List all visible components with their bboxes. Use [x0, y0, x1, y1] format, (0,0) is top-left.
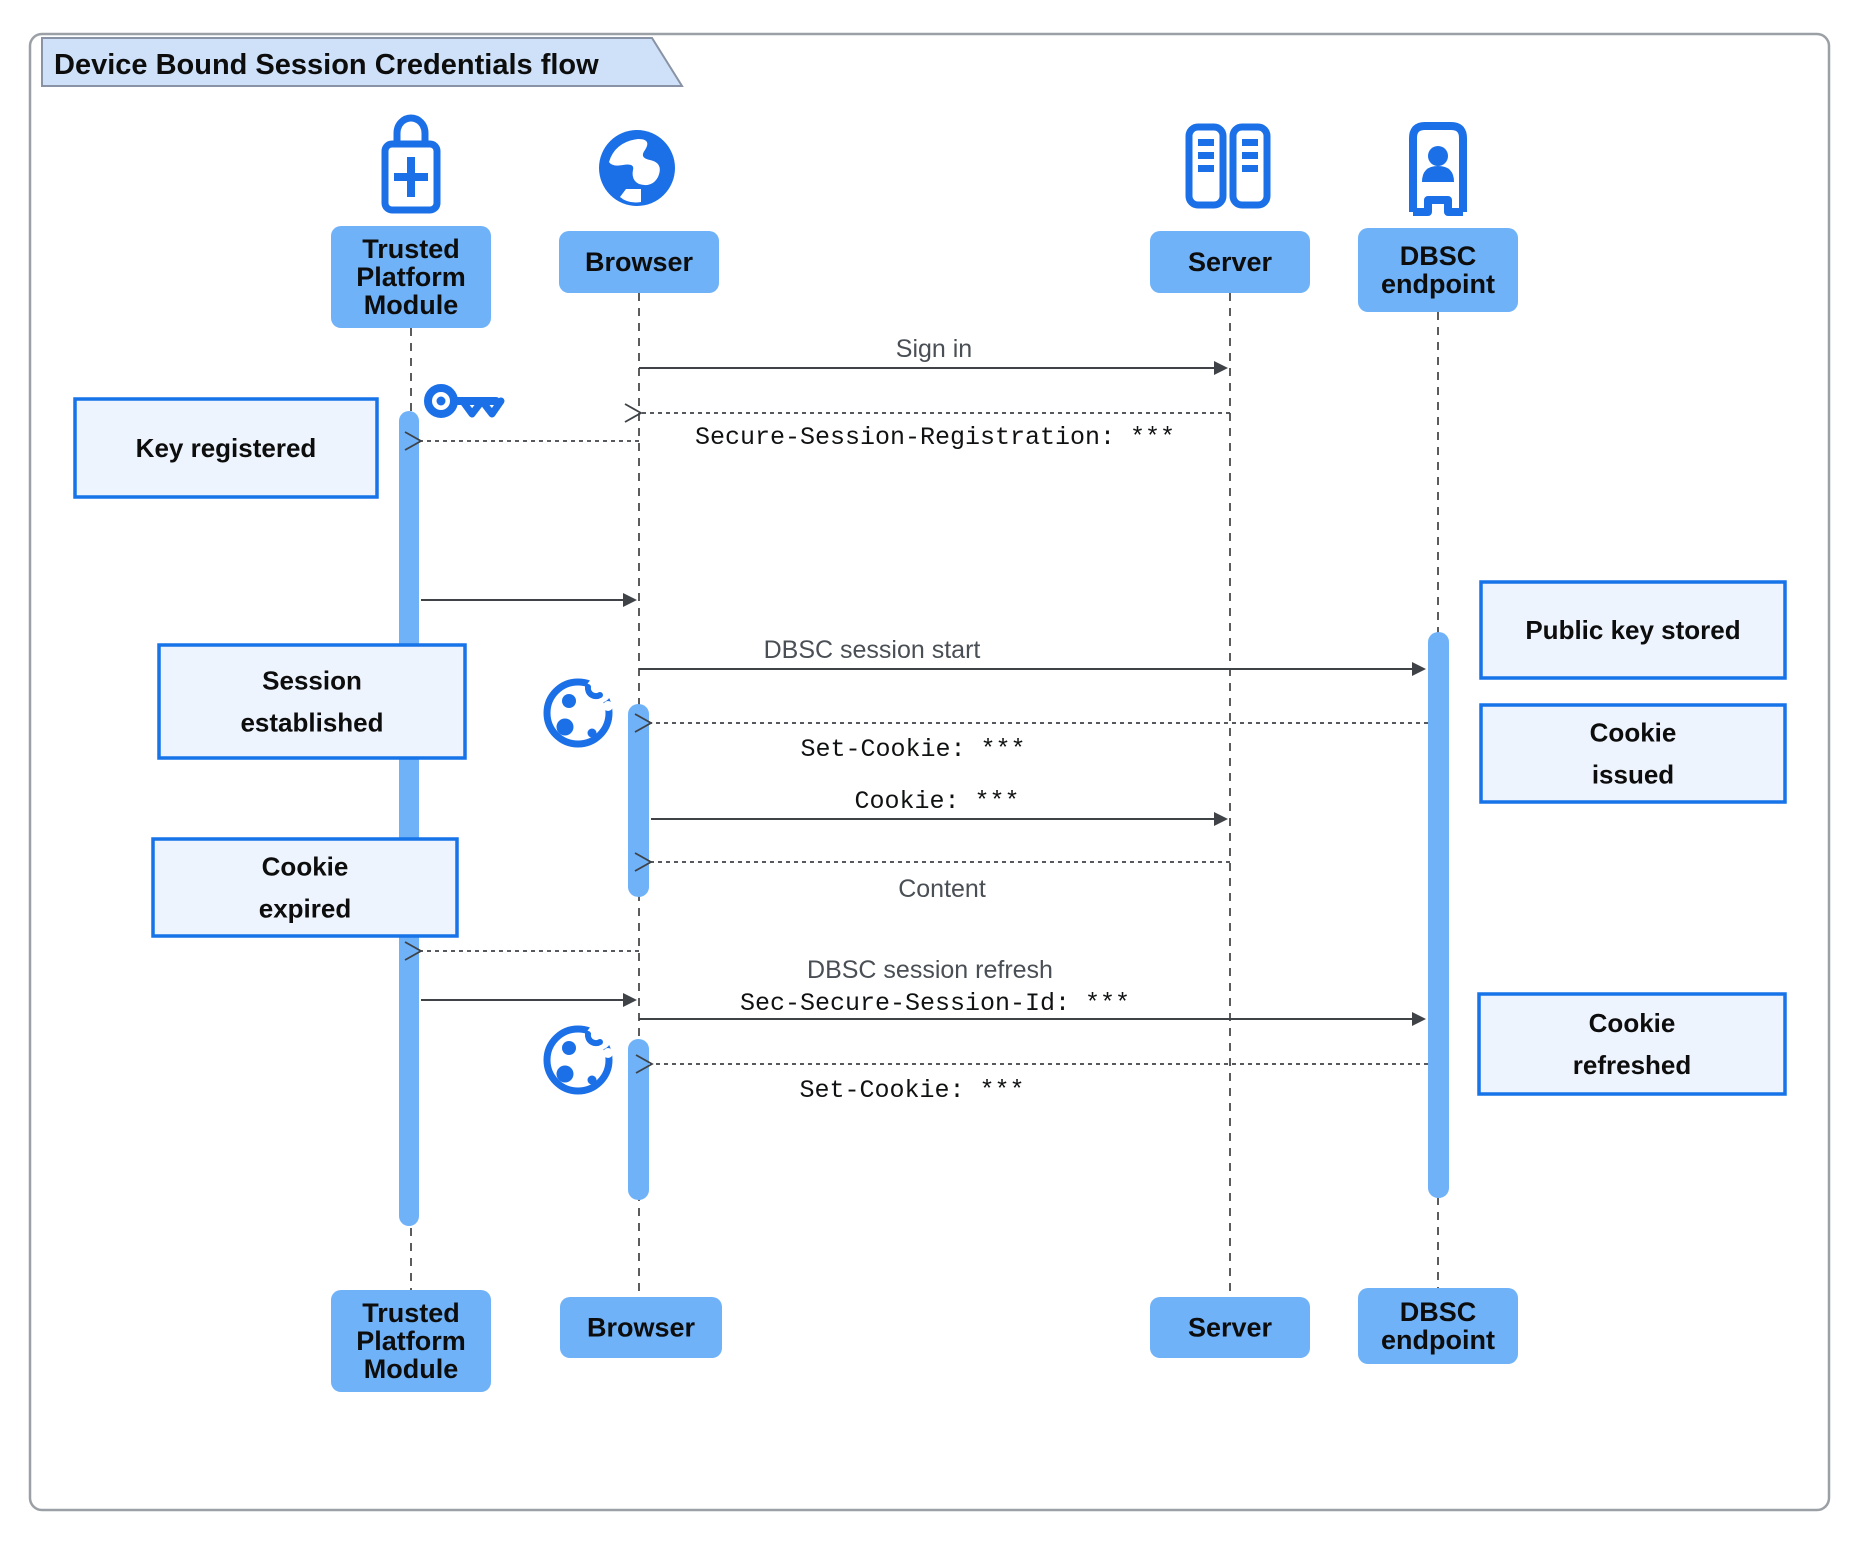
activation-bar-browser [628, 1039, 649, 1200]
message-11: DBSC session refreshSec-Secure-Session-I… [639, 956, 1426, 1026]
activation-bar-dbsc [1428, 632, 1449, 1198]
note-label: expired [259, 894, 352, 924]
message-label: Secure-Session-Registration: *** [695, 423, 1175, 452]
server-icon [1185, 123, 1271, 209]
message-label: Set-Cookie: *** [800, 735, 1025, 764]
message-6: Set-Cookie: *** [634, 713, 1428, 764]
message-label: Sec-Secure-Session-Id: *** [740, 989, 1130, 1018]
note-label: refreshed [1573, 1050, 1692, 1080]
message-7: Cookie: *** [651, 787, 1228, 826]
message-10 [421, 993, 637, 1007]
message-label: DBSC session start [764, 636, 981, 664]
message-2: Secure-Session-Registration: *** [624, 403, 1230, 452]
message-1: Sign in [639, 335, 1228, 375]
actor-label: Platform [356, 1326, 466, 1356]
note-session-established: Session established [157, 643, 467, 760]
actor-label: endpoint [1381, 1325, 1495, 1355]
browser-globe-icon [599, 130, 675, 206]
actor-label: endpoint [1381, 269, 1495, 299]
note-label: Cookie [262, 852, 349, 882]
activation-bar-tpm [399, 411, 419, 1226]
actor-label: DBSC [1400, 1297, 1477, 1327]
actor-label: Module [364, 1354, 459, 1384]
title-tab [41, 37, 684, 87]
actor-label: Platform [356, 262, 466, 292]
note-label: Cookie [1590, 718, 1677, 748]
actor-label: Module [364, 290, 459, 320]
note-label: Public key stored [1525, 615, 1740, 645]
note-label: Session [262, 666, 362, 696]
dbsc-endpoint-icon [1409, 122, 1467, 216]
message-8: Content [634, 852, 1230, 903]
actor-browser-bottom: Browser [560, 1297, 722, 1358]
message-label: Set-Cookie: *** [799, 1076, 1024, 1105]
note-cookie-expired: Cookie expired [151, 837, 459, 938]
actor-label: DBSC [1400, 241, 1477, 271]
actor-browser-top: Browser [559, 231, 719, 293]
message-9 [404, 941, 639, 961]
note-cookie-issued: Cookie issued [1479, 703, 1787, 804]
actor-server-top: Server [1150, 231, 1310, 293]
note-public-key-stored: Public key stored [1479, 580, 1787, 680]
actor-server-bottom: Server [1150, 1297, 1310, 1358]
message-12: Set-Cookie: *** [635, 1054, 1428, 1105]
key-icon [424, 384, 505, 418]
note-label: Cookie [1589, 1008, 1676, 1038]
activation-bar-browser [628, 704, 649, 897]
message-label: Cookie: *** [854, 787, 1019, 816]
note-label: established [240, 708, 383, 738]
note-cookie-refreshed: Cookie refreshed [1477, 992, 1787, 1096]
actor-label: Browser [585, 247, 694, 277]
note-label: issued [1592, 760, 1674, 790]
message-label: Sign in [896, 335, 972, 363]
message-5: DBSC session start [639, 636, 1426, 676]
actor-label: Browser [587, 1313, 696, 1343]
message-4 [421, 593, 637, 607]
message-3 [404, 431, 639, 451]
message-label: DBSC session refresh [807, 956, 1053, 984]
actor-label: Server [1188, 247, 1273, 277]
note-label: Key registered [136, 433, 317, 463]
note-key-registered: Key registered [73, 397, 379, 499]
actor-label: Trusted [362, 1298, 460, 1328]
tpm-lock-icon [381, 114, 441, 214]
actor-label: Trusted [362, 234, 460, 264]
diagram-title: Device Bound Session Credentials flow [54, 49, 599, 81]
actor-label: Server [1188, 1313, 1273, 1343]
message-label: Content [898, 875, 986, 903]
cookie-icon [543, 1024, 613, 1095]
cookie-icon [543, 677, 613, 748]
